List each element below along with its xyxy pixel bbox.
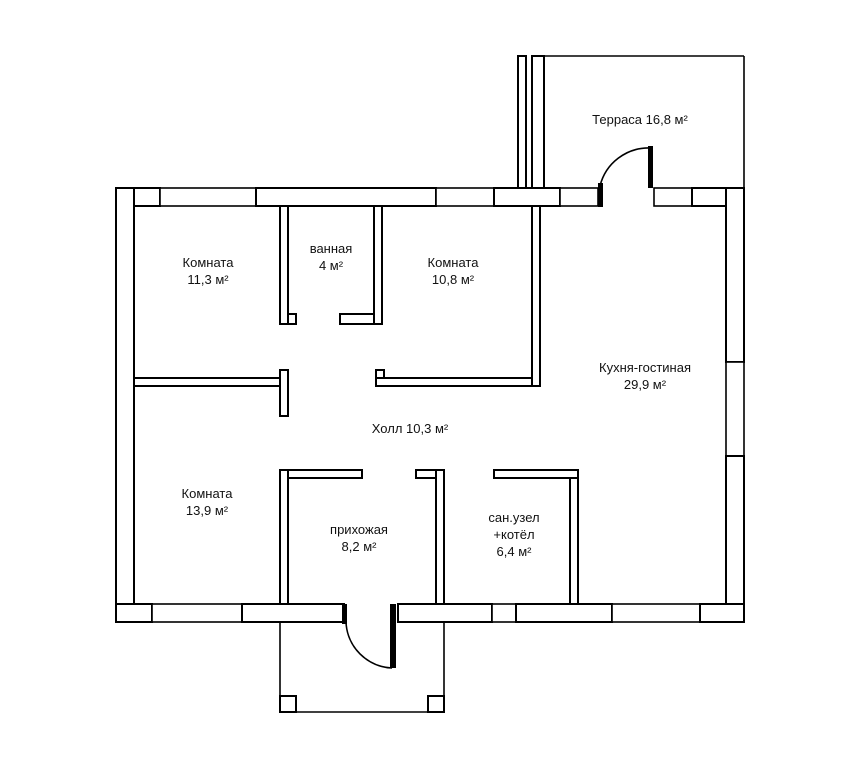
terrace-door-jamb-left <box>598 183 603 207</box>
label-bath: ванная 4 м² <box>310 240 353 274</box>
window-kitchen-bottom <box>611 603 701 623</box>
label-terrace: Терраса 16,8 м² <box>592 111 688 128</box>
label-entrance: прихожая 8,2 м² <box>330 521 388 555</box>
wall-bottom-mid <box>241 603 345 623</box>
interior-walls <box>133 205 579 605</box>
room-1-name: Комната <box>182 255 234 270</box>
label-kitchen: Кухня-гостиная 29,9 м² <box>599 359 691 393</box>
kitchen-area: 29,9 м² <box>623 377 667 392</box>
wall-bath-left <box>279 205 289 325</box>
terrace-door-swing <box>599 147 651 187</box>
wall-right-upper <box>725 187 745 363</box>
label-hall: Холл 10,3 м² <box>372 420 448 437</box>
wall-bottom-right-3 <box>699 603 745 623</box>
wall-entrance-top-left <box>287 469 363 479</box>
wall-top-mid-1 <box>255 187 437 207</box>
outer-walls <box>115 187 745 623</box>
wall-room1-bottom-stub <box>279 369 289 417</box>
label-wc: сан.узел +котёл 6,4 м² <box>488 509 539 560</box>
terrace-structure <box>517 55 745 207</box>
room-2-name: Комната <box>427 255 479 270</box>
wall-bath-right-foot <box>339 313 375 325</box>
window-kitchen-right <box>725 361 745 457</box>
terrace-name: Терраса 16,8 м² <box>592 112 688 127</box>
hall-name: Холл 10,3 м² <box>371 421 449 436</box>
label-room-1: Комната 11,3 м² <box>183 254 234 288</box>
room-2-area: 10,8 м² <box>431 272 475 287</box>
entrance-door-swing <box>345 621 393 669</box>
terrace-post-left <box>517 55 527 189</box>
wall-right-lower <box>725 455 745 623</box>
wall-top-mid-2 <box>493 187 561 207</box>
wc-name: сан.узел <box>488 510 540 525</box>
entrance-door-jamb-right <box>390 604 396 668</box>
entrance-door-jamb-left <box>342 604 347 624</box>
wall-bottom-right-2 <box>515 603 613 623</box>
wall-wc-top <box>493 469 579 479</box>
bath-area: 4 м² <box>318 258 344 273</box>
terrace-door-jamb-right <box>648 146 653 188</box>
window-wc <box>491 603 517 623</box>
wall-bottom-left <box>115 603 153 623</box>
wall-room1-bottom <box>133 377 281 387</box>
window-kitchen-top-1 <box>559 187 599 207</box>
wall-room2-bottom-stub <box>375 369 385 379</box>
terrace-post-left-2 <box>531 55 545 189</box>
window-kitchen-top-2 <box>653 187 693 207</box>
porch-post-left <box>279 695 297 713</box>
room-3-area: 13,9 м² <box>185 503 229 518</box>
wall-room2-bottom <box>375 377 533 387</box>
window-room-1 <box>159 187 257 207</box>
bath-name: ванная <box>309 241 353 256</box>
wc-area: 6,4 м² <box>496 544 532 559</box>
window-room-2 <box>435 187 495 207</box>
wall-room2-right <box>531 205 541 387</box>
entrance-name: прихожая <box>330 522 388 537</box>
label-room-2: Комната 10,8 м² <box>428 254 479 288</box>
entrance-area: 8,2 м² <box>341 539 377 554</box>
wall-wc-right <box>569 477 579 605</box>
label-room-3: Комната 13,9 м² <box>182 485 233 519</box>
wc-name-2: +котёл <box>493 527 535 542</box>
room-3-name: Комната <box>181 486 233 501</box>
wall-bath-right <box>373 205 383 325</box>
room-1-area: 11,3 м² <box>187 272 229 287</box>
wall-entrance-right <box>435 469 445 605</box>
window-room-3 <box>151 603 243 623</box>
wall-bath-left-foot <box>287 313 297 325</box>
wall-entrance-top-right <box>415 469 437 479</box>
kitchen-name: Кухня-гостиная <box>599 360 691 375</box>
wall-room3-right <box>279 469 289 605</box>
wall-left <box>115 187 135 623</box>
porch <box>279 604 445 713</box>
porch-post-right <box>427 695 445 713</box>
wall-bottom-right-1 <box>397 603 493 623</box>
